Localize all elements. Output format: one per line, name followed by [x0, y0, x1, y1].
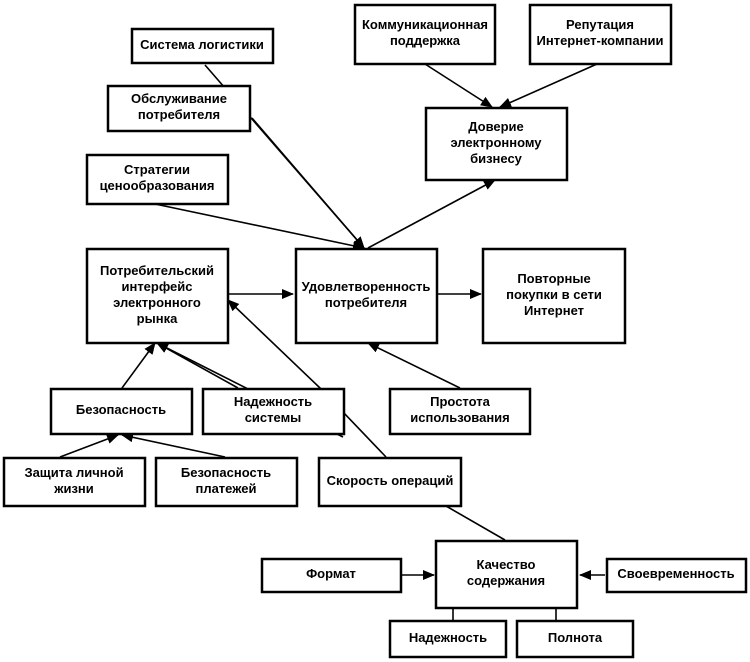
label-line: бизнесу — [470, 151, 523, 166]
label-line: платежей — [195, 481, 256, 496]
label-line: Скорость операций — [327, 473, 454, 488]
label-line: электронному — [450, 135, 542, 150]
label-line: потребителя — [325, 295, 407, 310]
box-repeat-purchases — [481, 247, 627, 345]
label-line: Формат — [306, 566, 356, 581]
label-line: Обслуживание — [131, 91, 227, 106]
label-line: потребителя — [138, 107, 220, 122]
box-speed — [317, 456, 463, 508]
label-line: Безопасность — [76, 402, 166, 417]
arrow-ease-to-satisfaction — [367, 342, 461, 389]
arrow-quality-to-speed — [445, 505, 506, 541]
label-line: ценообразования — [100, 178, 215, 193]
label-line: Коммуникационная — [362, 17, 488, 32]
box-reputation — [528, 3, 673, 66]
label-security: Безопасность — [76, 402, 166, 417]
label-format: Формат — [306, 566, 356, 581]
label-timeliness: Своевременность — [617, 566, 734, 581]
label-line: Стратегии — [124, 162, 190, 177]
box-reliability — [388, 619, 508, 659]
label-line: интерфейс — [121, 279, 192, 294]
box-content-quality — [434, 539, 579, 610]
box-ease-of-use — [388, 387, 532, 436]
arrow-reputation-to-trust — [499, 63, 598, 108]
box-logistics — [130, 27, 275, 65]
label-speed: Скорость операций — [327, 473, 454, 488]
label-line: Безопасность — [181, 465, 271, 480]
box-reliability-system — [201, 387, 346, 436]
box-privacy — [2, 456, 147, 508]
box-comm-support — [353, 3, 497, 66]
box-payment-security — [154, 456, 299, 508]
label-line: покупки в сети — [506, 287, 602, 302]
box-pricing — [85, 153, 230, 206]
label-line: Повторные — [517, 271, 590, 286]
box-completeness — [515, 619, 635, 659]
label-line: Интернет — [524, 303, 584, 318]
label-line: использования — [410, 410, 510, 425]
box-format — [260, 557, 403, 594]
arrow-service-to-satisfaction — [251, 117, 365, 249]
arrow-comm-to-trust — [424, 63, 493, 108]
box-consumer-interface — [85, 247, 230, 345]
label-line: Потребительский — [100, 263, 214, 278]
label-line: Надежность — [409, 630, 487, 645]
box-timeliness — [605, 557, 748, 594]
label-completeness: Полнота — [548, 630, 603, 645]
label-line: Репутация — [566, 17, 634, 32]
label-line: Защита личной — [24, 465, 123, 480]
label-line: Система логистики — [140, 37, 264, 52]
label-reliability: Надежность — [409, 630, 487, 645]
label-line: Полнота — [548, 630, 603, 645]
label-logistics: Система логистики — [140, 37, 264, 52]
label-line: Доверие — [468, 119, 524, 134]
label-line: системы — [245, 410, 302, 425]
arrow-satisfaction-to-trust — [367, 179, 496, 249]
box-security — [49, 387, 194, 436]
arrow-privacy-to-security — [59, 434, 119, 458]
label-line: содержания — [467, 573, 545, 588]
label-line: Своевременность — [617, 566, 734, 581]
label-line: электронного — [113, 295, 201, 310]
label-line: поддержка — [390, 33, 461, 48]
label-line: Качество — [477, 557, 536, 572]
label-line: жизни — [53, 481, 94, 496]
label-line: Интернет-компании — [537, 33, 664, 48]
box-satisfaction — [294, 247, 439, 345]
box-trust — [424, 106, 569, 182]
box-customer-service — [106, 84, 252, 133]
arrow-pricing-to-satisfaction — [154, 203, 365, 251]
label-line: Удовлетворенность — [302, 279, 431, 294]
label-line: Надежность — [234, 394, 312, 409]
label-line: рынка — [137, 311, 178, 326]
label-line: Простота — [430, 394, 490, 409]
arrow-payment-to-security — [121, 432, 226, 458]
arrow-security-to-interface — [121, 342, 156, 389]
boxes — [2, 3, 748, 659]
